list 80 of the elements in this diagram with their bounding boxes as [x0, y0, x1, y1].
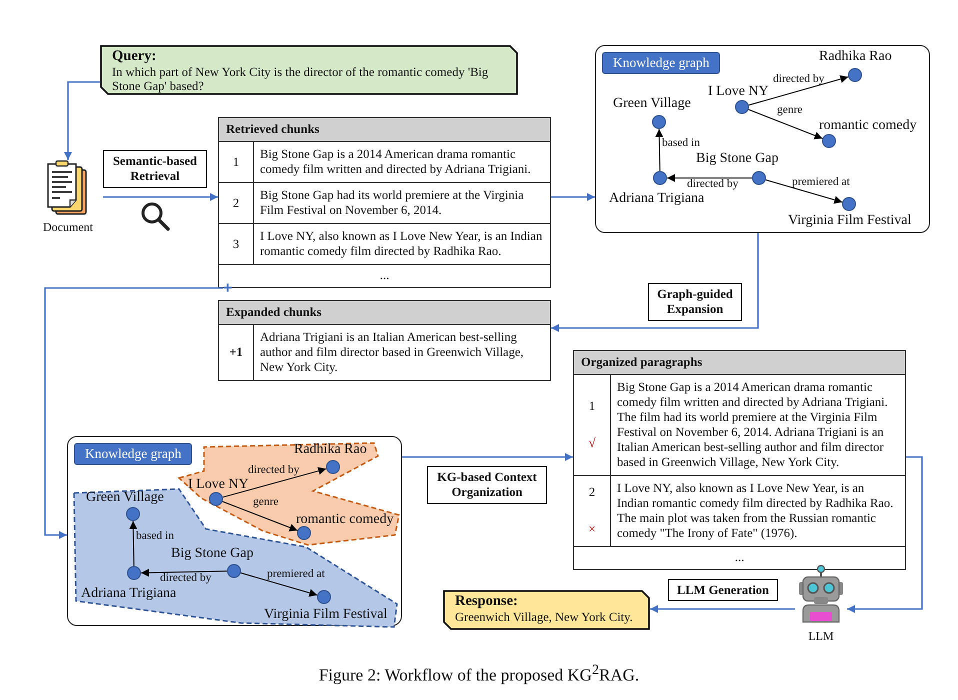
arrow — [402, 453, 573, 461]
arrow — [655, 128, 664, 172]
arrow — [748, 75, 849, 106]
chunk-text: Adriana Trigiani is an Italian American best-selling author and film director based in Greenwich Village, New York City. — [253, 325, 550, 380]
entity-label: I Love NY — [188, 477, 249, 493]
arrow — [64, 81, 100, 160]
row-number: 1 — [232, 154, 240, 170]
entity-label: Virginia Film Festival — [788, 213, 912, 229]
row-number: 3 — [232, 236, 240, 252]
entity-label: Adriana Trigiana — [609, 191, 704, 207]
response-box — [443, 590, 650, 630]
row-number: 1 — [588, 399, 596, 414]
box-heading: Query: — [112, 48, 158, 65]
entity-label: Radhika Rao — [819, 49, 892, 65]
box-text: In which part of New York City is the director of the romantic comedy 'Big Stone Gap' based? — [112, 65, 490, 93]
ellipsis-text: ... — [380, 268, 390, 282]
chunk-text: I Love NY, also known as I Love New Year, is an Indian romantic comedy film directed by Radhika Rao. The main plot was taken from the Russian romantic comedy "The Irony of Fate" (1976). — [610, 476, 905, 546]
entity-label: Big Stone Gap — [171, 546, 254, 562]
edge-label: Semantic-based Retrieval — [103, 150, 207, 188]
entity-label: Virginia Film Festival — [264, 607, 388, 623]
edge-label: genre — [777, 104, 803, 116]
arrow — [765, 179, 843, 204]
arrow — [847, 456, 923, 613]
edge-label: LLM Generation — [668, 579, 778, 601]
entity-label: romantic comedy — [296, 512, 394, 528]
entity-label: Radhika Rao — [294, 442, 367, 458]
edge-label: Graph-guided Expansion — [648, 283, 742, 321]
row-number: 2 — [588, 485, 596, 500]
table — [573, 350, 906, 570]
graph-panel — [595, 45, 930, 233]
chunk-text: Big Stone Gap had its world premiere at the Virginia Film Festival on November 6, 2014. — [253, 183, 550, 223]
entity-label: Adriana Trigiana — [81, 586, 176, 602]
status-mark: × — [588, 522, 596, 537]
edge-label: based in — [662, 137, 700, 149]
edge-label: genre — [253, 496, 279, 508]
table-header: Organized paragraphs — [574, 351, 905, 375]
row-number: 2 — [232, 196, 240, 210]
edge-label: premiered at — [792, 176, 850, 188]
entity-label: Big Stone Gap — [696, 151, 778, 167]
caption: Figure 2: Workflow of the proposed KG$^{2}$RAG. — [318, 662, 640, 686]
edge-label: directed by — [160, 572, 212, 584]
entity-label: I Love NY — [708, 84, 769, 100]
arrow — [44, 287, 223, 539]
graph-title: Knowledge graph — [74, 443, 192, 465]
box-heading: Response: — [455, 593, 519, 610]
query-box — [100, 45, 518, 95]
entity-label: Green Village — [86, 490, 164, 506]
edge-label: directed by — [248, 464, 300, 476]
row-number: +1 — [229, 345, 243, 360]
table — [218, 300, 551, 381]
edge-label: directed by — [687, 178, 738, 190]
status-mark: √ — [588, 436, 596, 451]
edge-label: based in — [136, 530, 174, 542]
edge-label: KG-based Context Organization — [427, 466, 547, 504]
arrow — [240, 572, 318, 597]
entity-label: Green Village — [613, 96, 691, 112]
arrow — [748, 109, 823, 140]
entity-label: romantic comedy — [819, 118, 917, 134]
arrow — [222, 501, 298, 532]
table-header: Retrieved chunks — [219, 118, 550, 142]
arrow — [129, 520, 138, 566]
ellipsis-text: ... — [734, 550, 744, 564]
arrow — [103, 193, 218, 201]
edge-label: directed by — [773, 73, 824, 85]
arrow — [551, 233, 759, 332]
box-text: Greenwich Village, New York City. — [455, 610, 634, 624]
arrow — [222, 467, 327, 498]
icon-caption: LLM — [808, 629, 834, 644]
chunk-text: Big Stone Gap is a 2014 American drama romantic comedy film written and directed by Adriana Trigiani. — [253, 142, 550, 182]
icon-caption: Document — [43, 220, 93, 235]
arrow — [666, 174, 752, 182]
chunk-text: Big Stone Gap is a 2014 American drama romantic comedy film written and directed by Adriana Trigiani. The film had its world premiere at the Virginia Film Festival on November 6, 2014. Adriana Trigiani is an Italian American best-selling author and film director based in Greenwich Village, New York City. — [610, 375, 905, 475]
chunk-text: I Love NY, also known as I Love New Year, is an Indian romantic comedy film directed by Radhika Rao. — [253, 224, 550, 264]
arrow — [140, 568, 228, 577]
arrow — [551, 193, 595, 201]
graph-title: Knowledge graph — [602, 52, 720, 74]
arrow — [650, 605, 795, 613]
edge-label: premiered at — [267, 568, 325, 580]
graph-panel — [67, 436, 402, 626]
table-header: Expanded chunks — [219, 301, 550, 325]
